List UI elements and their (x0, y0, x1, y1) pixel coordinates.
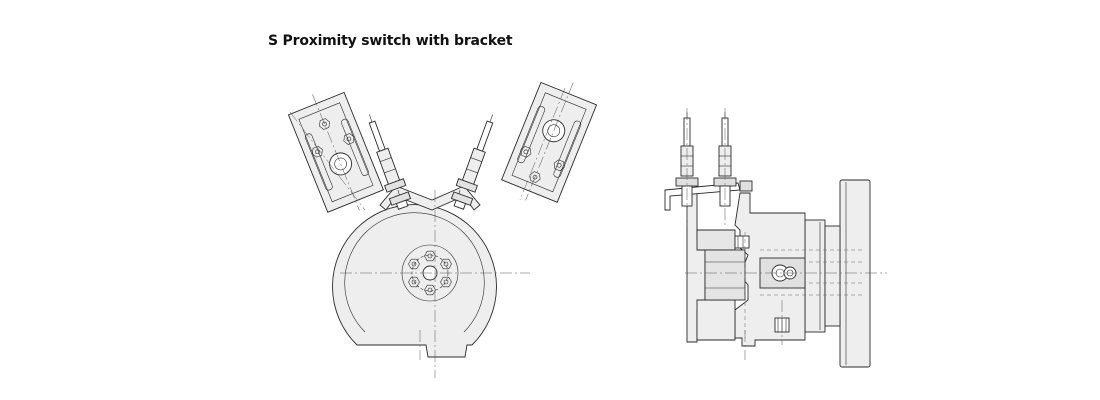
front-centerlines (289, 87, 566, 378)
left-switch-bracket (287, 91, 385, 213)
side-proximity-sensor-1 (675, 108, 699, 225)
side-view (664, 108, 887, 368)
right-proximity-sensor (450, 114, 494, 210)
disc-body (332, 204, 497, 358)
front-view (287, 81, 598, 378)
left-proximity-sensor (368, 114, 412, 210)
side-flange-plate (839, 179, 871, 368)
side-proximity-sensor-2 (713, 108, 737, 225)
side-centerlines (685, 272, 887, 360)
diagram-title: S Proximity switch with bracket (268, 33, 513, 49)
right-switch-bracket (500, 81, 598, 203)
side-shaft (704, 249, 746, 301)
